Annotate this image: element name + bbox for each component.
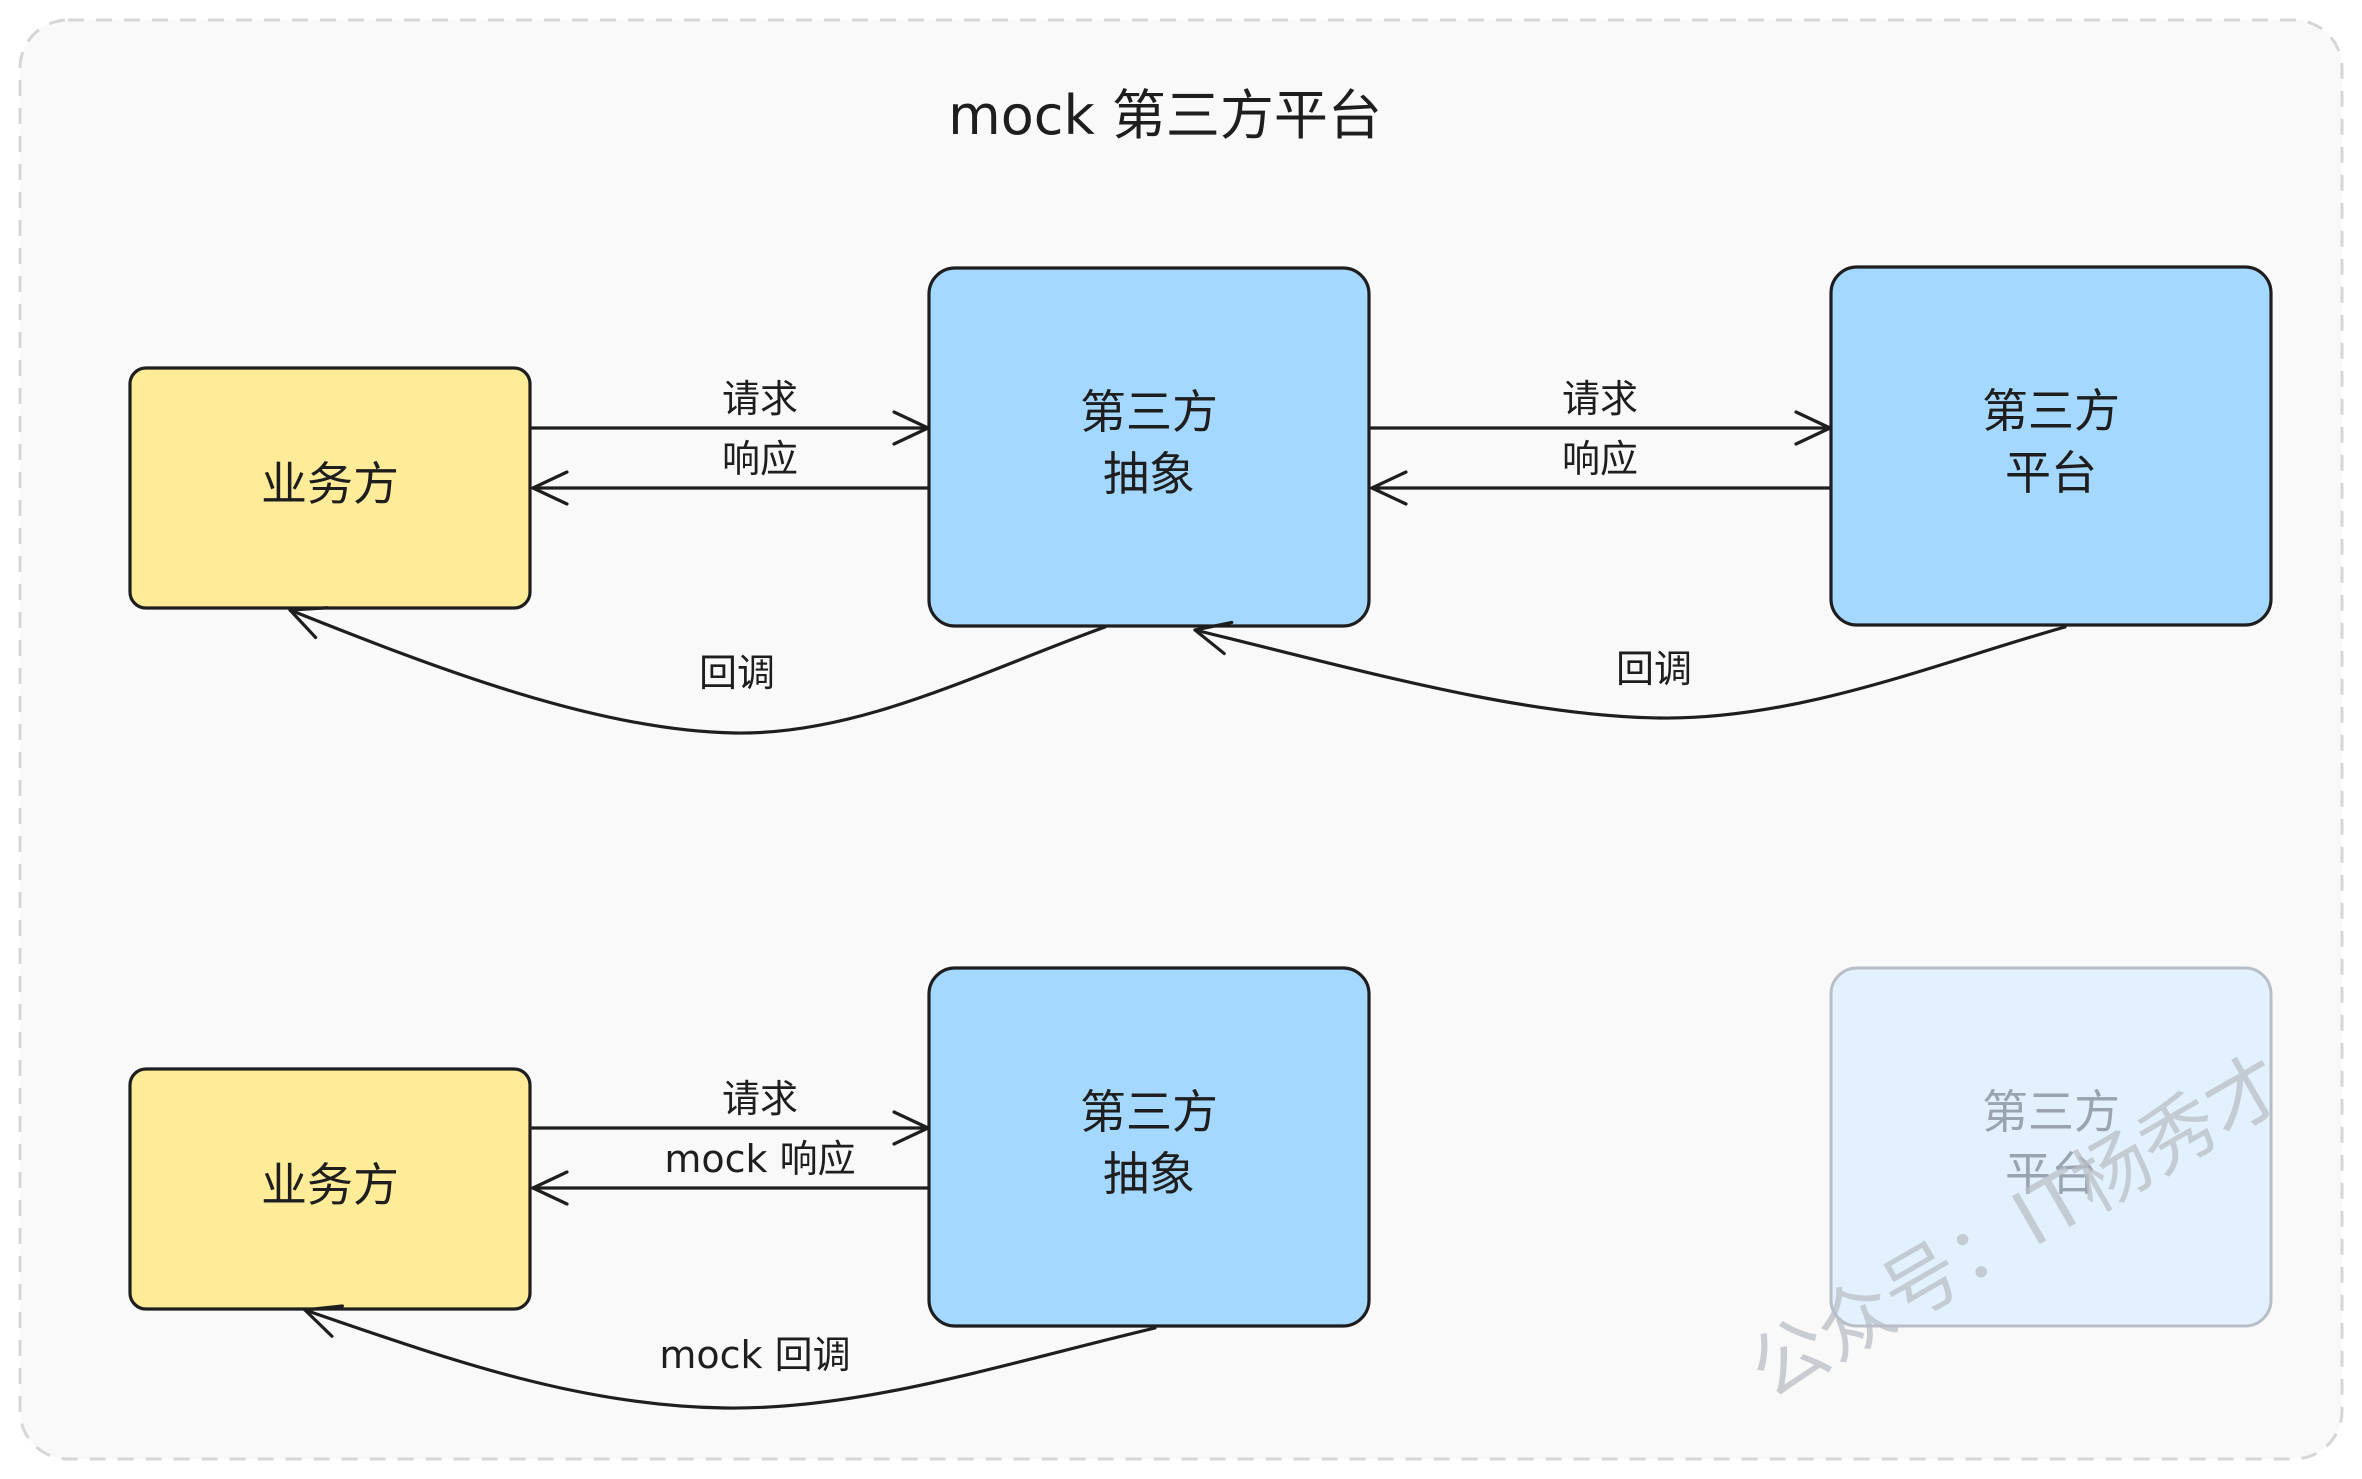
top-response-label-2: 响应	[1562, 437, 1638, 481]
top-abstraction-label-line1: 第三方	[1080, 385, 1218, 439]
bottom-platform-label-line1: 第三方	[1982, 1085, 2120, 1139]
top-callback-label-1: 回调	[699, 651, 775, 695]
top-request-label-2: 请求	[1562, 377, 1638, 421]
diagram-title: mock 第三方平台	[948, 84, 1382, 147]
bottom-abstraction-label-line1: 第三方	[1080, 1085, 1218, 1139]
top-abstraction-box	[927, 266, 1371, 628]
bottom-mock-response-label: mock 响应	[664, 1137, 855, 1181]
top-business-box	[128, 366, 532, 610]
top-abstraction-label-line2: 抽象	[1103, 447, 1195, 501]
top-response-label-1: 响应	[722, 437, 798, 481]
bottom-platform-label-line2: 平台	[2005, 1147, 2097, 1201]
bottom-platform-box-faded	[1829, 966, 2273, 1328]
outer-frame	[18, 18, 2344, 1461]
top-request-label-1: 请求	[722, 377, 798, 421]
top-platform-box	[1829, 265, 2273, 627]
top-callback-curve-2	[1193, 620, 2067, 720]
top-business-label: 业务方	[261, 457, 399, 511]
bottom-abstraction-label-line2: 抽象	[1103, 1147, 1195, 1201]
top-platform-label-line1: 第三方	[1982, 384, 2120, 438]
top-callback-curve-1	[288, 606, 1107, 735]
bottom-abstraction-box	[927, 966, 1371, 1328]
bottom-business-label: 业务方	[261, 1158, 399, 1212]
bottom-mock-callback-label: mock 回调	[659, 1333, 850, 1377]
bottom-mock-callback-curve	[303, 1304, 1157, 1410]
bottom-request-label: 请求	[722, 1077, 798, 1121]
top-callback-label-2: 回调	[1616, 647, 1692, 691]
top-platform-label-line2: 平台	[2005, 446, 2097, 500]
